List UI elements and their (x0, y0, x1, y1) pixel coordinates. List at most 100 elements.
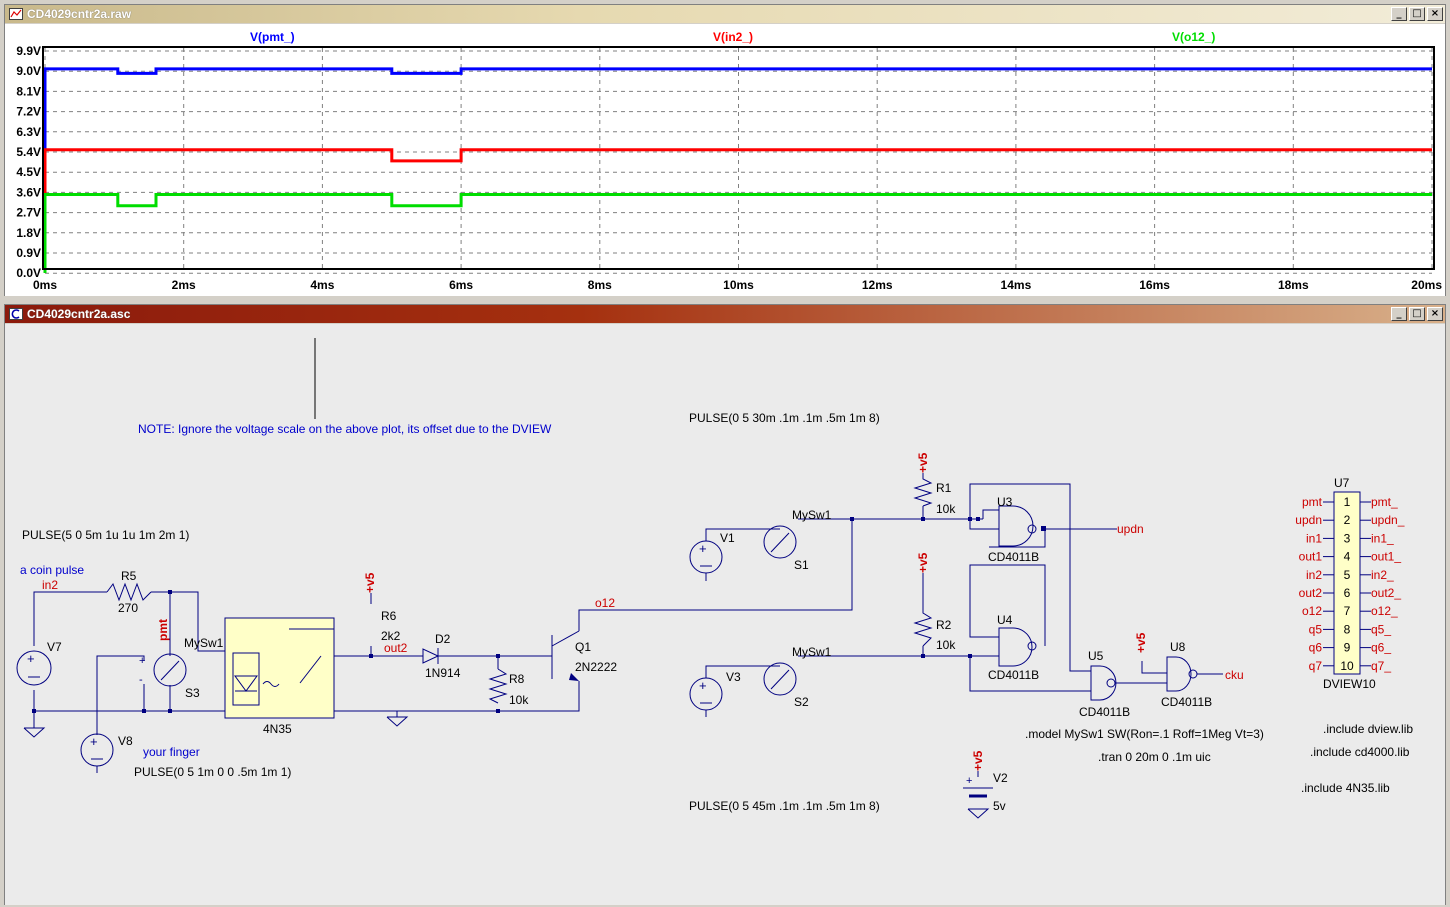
r5-label[interactable]: R5 (121, 569, 137, 583)
series-line-0[interactable] (43, 67, 1432, 273)
note-text[interactable]: NOTE: Ignore the voltage scale on the ab… (138, 422, 552, 436)
s1-model[interactable]: MySw1 (792, 508, 832, 522)
dview-pin-left-label[interactable]: o12 (1302, 604, 1322, 618)
r1-value[interactable]: 10k (936, 502, 956, 516)
s1-label[interactable]: S1 (794, 558, 809, 572)
u7-value[interactable]: DVIEW10 (1323, 677, 1376, 691)
dview-pin-left-label[interactable]: q5 (1309, 622, 1323, 636)
dview-pin-left-label[interactable]: out2 (1299, 586, 1323, 600)
net-v5-r6[interactable]: +v5 (363, 572, 377, 593)
u7-label[interactable]: U7 (1334, 476, 1350, 490)
dview-pin-right-label[interactable]: updn_ (1371, 513, 1405, 527)
nand-gate-u3[interactable]: U3 CD4011B (988, 495, 1039, 564)
nand-gate-u8[interactable]: U8 CD4011B (1161, 640, 1212, 709)
u5-value[interactable]: CD4011B (1079, 705, 1130, 719)
r2-value[interactable]: 10k (936, 638, 956, 652)
v2-label[interactable]: V2 (993, 771, 1008, 785)
v7-label[interactable]: V7 (47, 640, 62, 654)
wire[interactable] (578, 519, 853, 631)
wire[interactable] (334, 681, 580, 712)
u8-value[interactable]: CD4011B (1161, 695, 1212, 709)
tran-directive[interactable]: .tran 0 20m 0 .1m uic (1098, 750, 1211, 764)
schematic-canvas[interactable]: NOTE: Ignore the voltage scale on the ab… (5, 324, 1445, 905)
u4-value[interactable]: CD4011B (988, 668, 1039, 682)
net-cku-label[interactable]: cku (1225, 668, 1244, 682)
battery-v2[interactable]: + V2 5v (963, 771, 1008, 819)
r5-value[interactable]: 270 (118, 601, 138, 615)
u3-label[interactable]: U3 (997, 495, 1013, 509)
q1-label[interactable]: Q1 (575, 640, 591, 654)
voltage-source-v7[interactable]: + V7 (16, 640, 62, 686)
maximize-button[interactable]: □ (1409, 307, 1425, 321)
maximize-button[interactable]: □ (1409, 7, 1425, 21)
dview-pin-right-label[interactable]: in2_ (1371, 568, 1394, 582)
net-v5-r2[interactable]: +v5 (916, 552, 930, 573)
series-line-2[interactable] (43, 193, 1432, 274)
wire[interactable] (705, 665, 763, 678)
schematic-titlebar[interactable]: CD4029cntr2a.asc _ □ × (5, 305, 1445, 323)
dview-pin-right-label[interactable]: out1_ (1371, 550, 1401, 564)
r8-value[interactable]: 10k (509, 693, 529, 707)
include-4n35[interactable]: .include 4N35.lib (1301, 781, 1390, 795)
dview-pin-right-label[interactable]: q7_ (1371, 659, 1391, 673)
u5-label[interactable]: U5 (1088, 649, 1104, 663)
voltage-source-v1[interactable]: + V1 (689, 531, 735, 581)
dview-pin-left-label[interactable]: q7 (1309, 659, 1323, 673)
voltage-source-v3[interactable]: + V3 (689, 670, 741, 717)
trace-label-pmt[interactable]: V(pmt_) (250, 30, 295, 44)
net-out2-label[interactable]: out2 (384, 641, 408, 655)
optocoupler-4n35[interactable]: 4N35 (224, 617, 335, 736)
net-v5-v2[interactable]: +v5 (971, 750, 985, 771)
voltage-source-v8[interactable]: + V8 (80, 733, 133, 767)
dview-pin-right-label[interactable]: out2_ (1371, 586, 1401, 600)
resistor-r5[interactable]: R5 270 (106, 569, 152, 615)
switch-s2[interactable]: S2 MySw1 (763, 645, 832, 709)
minimize-button[interactable]: _ (1391, 307, 1407, 321)
r8-label[interactable]: R8 (509, 672, 525, 686)
trace-label-o12[interactable]: V(o12_) (1172, 30, 1215, 44)
r6-label[interactable]: R6 (381, 609, 397, 623)
dview-pin-right-label[interactable]: o12_ (1371, 604, 1398, 618)
minimize-button[interactable]: _ (1391, 7, 1407, 21)
net-updn-label[interactable]: updn (1117, 522, 1144, 536)
waveform-plot[interactable]: V(pmt_) V(in2_) V(o12_) 9.9V9.0V8.1V7.2V… (5, 24, 1445, 296)
d2-value[interactable]: 1N914 (425, 666, 461, 680)
dview-pin-right-label[interactable]: pmt_ (1371, 495, 1398, 509)
dview-pin-left-label[interactable]: pmt (1302, 495, 1323, 509)
wire[interactable] (1141, 661, 1167, 674)
wire[interactable] (969, 656, 1091, 692)
net-v5-r1[interactable]: +v5 (916, 452, 930, 473)
r1-label[interactable]: R1 (936, 481, 952, 495)
r2-label[interactable]: R2 (936, 618, 952, 632)
net-o12-label[interactable]: o12 (595, 596, 615, 610)
u4-label[interactable]: U4 (997, 613, 1013, 627)
wire[interactable] (969, 483, 1091, 672)
wire[interactable] (151, 591, 225, 652)
pulse-v7[interactable]: PULSE(5 0 5m 1u 1u 1m 2m 1) (22, 528, 189, 542)
switch-s1[interactable]: S1 MySw1 (763, 508, 832, 572)
pulse-s2[interactable]: PULSE(0 5 45m .1m .1m .5m 1m 8) (689, 799, 880, 813)
dview-pin-left-label[interactable]: q6 (1309, 641, 1323, 655)
opto-label[interactable]: 4N35 (263, 722, 292, 736)
trace-label-in2[interactable]: V(in2_) (713, 30, 753, 44)
dview-pin-left-label[interactable]: updn (1295, 513, 1322, 527)
dview-pin-left-label[interactable]: in2 (1306, 568, 1322, 582)
net-v5-u8[interactable]: +v5 (1134, 632, 1148, 653)
v3-label[interactable]: V3 (726, 670, 741, 684)
wire[interactable] (989, 529, 1046, 548)
u8-label[interactable]: U8 (1170, 640, 1186, 654)
nand-gate-u4[interactable]: U4 CD4011B (988, 613, 1039, 682)
s2-label[interactable]: S2 (794, 695, 809, 709)
diode-d2[interactable]: D2 1N914 (422, 632, 461, 680)
wire[interactable] (982, 509, 999, 519)
v1-label[interactable]: V1 (720, 531, 735, 545)
include-cd4000[interactable]: .include cd4000.lib (1310, 745, 1410, 759)
dview-pin-left-label[interactable]: out1 (1299, 550, 1323, 564)
s3-label[interactable]: S3 (185, 686, 200, 700)
waveform-titlebar[interactable]: CD4029cntr2a.raw _ □ × (5, 5, 1445, 23)
coin-pulse-label[interactable]: a coin pulse (20, 563, 84, 577)
your-finger-label[interactable]: your finger (143, 745, 200, 759)
model-directive[interactable]: .model MySw1 SW(Ron=.1 Roff=1Meg Vt=3) (1025, 727, 1264, 741)
wire[interactable] (969, 564, 1046, 646)
